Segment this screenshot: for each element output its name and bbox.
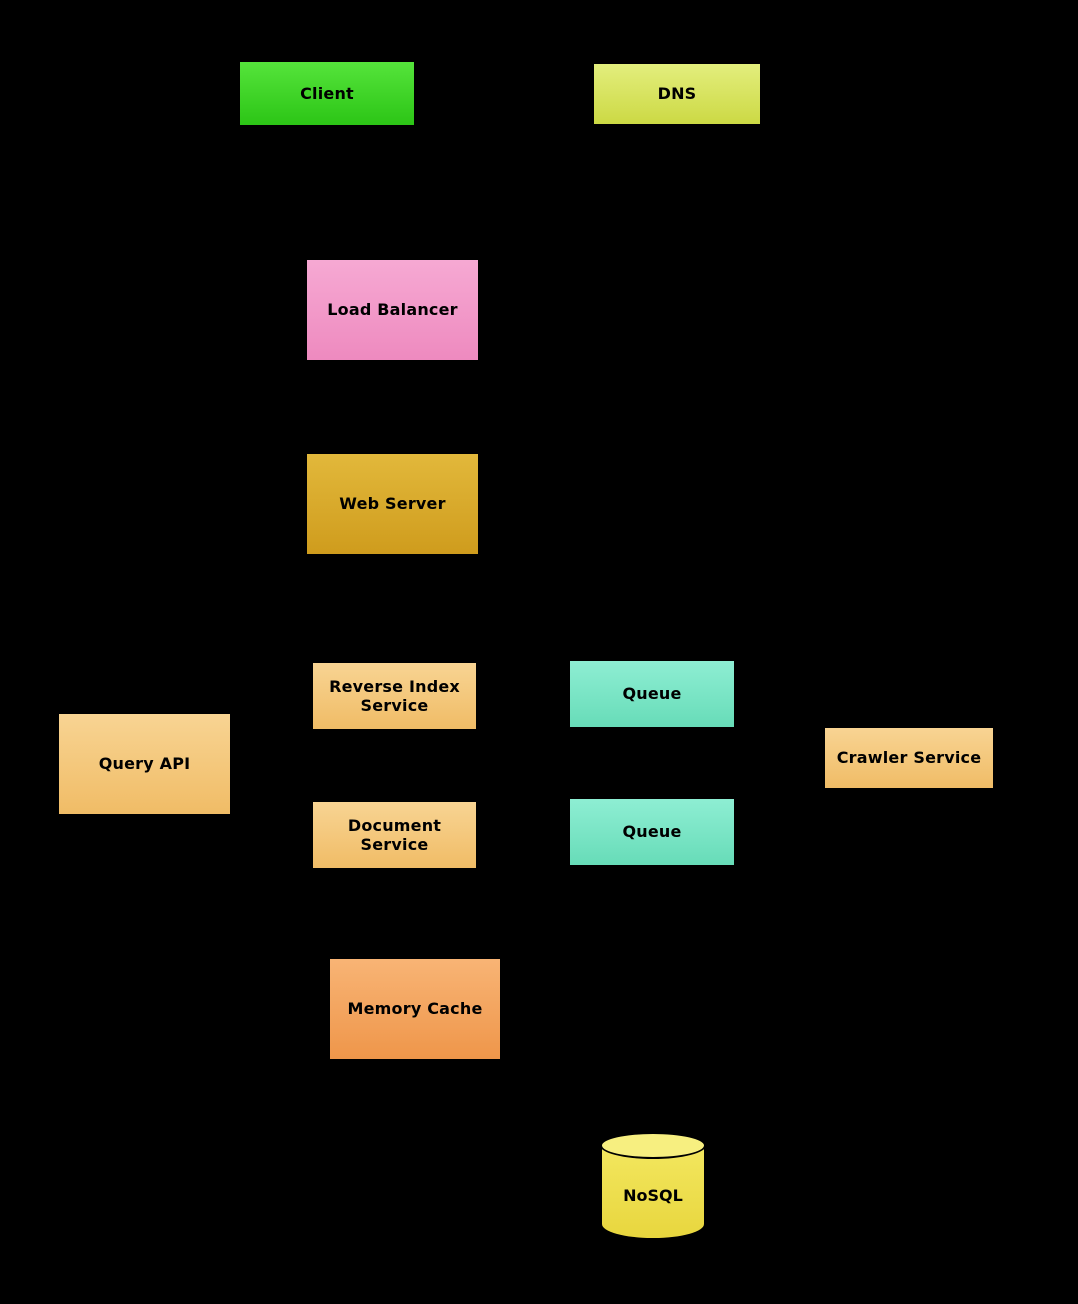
reverse-index-service-box: Reverse Index Service bbox=[311, 661, 478, 731]
connector-line bbox=[906, 790, 908, 826]
memory-cache-label: Memory Cache bbox=[347, 999, 483, 1019]
nosql-label: NoSQL bbox=[623, 1186, 683, 1205]
arrowhead-icon bbox=[484, 872, 497, 884]
node-dns: DNS bbox=[592, 62, 762, 126]
arrowhead-icon bbox=[225, 820, 238, 832]
dns-box: DNS bbox=[592, 62, 762, 126]
memory-cache-box: Memory Cache bbox=[328, 957, 502, 1061]
node-load-balancer: Load Balancer bbox=[305, 258, 480, 362]
queue-bottom-label: Queue bbox=[622, 822, 682, 842]
arrowhead-icon bbox=[738, 868, 751, 880]
nosql-cylinder-body bbox=[600, 1145, 706, 1240]
node-web-server: Web Server bbox=[305, 452, 480, 556]
web-server-label: Web Server bbox=[339, 494, 446, 514]
document-service-label: Document Service bbox=[347, 815, 442, 854]
query-api-box: Query API bbox=[57, 712, 232, 816]
client-box: Client bbox=[238, 60, 416, 127]
query-api-label: Query API bbox=[98, 754, 191, 774]
arrowhead-icon bbox=[487, 738, 500, 750]
queue-top-box: Queue bbox=[568, 659, 736, 729]
arrowhead-icon bbox=[479, 556, 492, 568]
load-balancer-box: Load Balancer bbox=[305, 258, 480, 362]
node-query-api: Query API bbox=[57, 712, 232, 816]
node-crawler-service: Crawler Service bbox=[823, 726, 995, 790]
nosql-cylinder-top bbox=[600, 1132, 706, 1159]
node-document-service: Document Service bbox=[311, 800, 478, 870]
queue-bottom-box: Queue bbox=[568, 797, 736, 867]
arrowhead-icon bbox=[496, 1062, 509, 1074]
reverse-index-service-label: Reverse Index Service bbox=[329, 676, 460, 715]
arrowhead-icon bbox=[738, 732, 751, 744]
web-server-box: Web Server bbox=[305, 452, 480, 556]
node-memory-cache: Memory Cache bbox=[328, 957, 502, 1061]
node-nosql: NoSQL bbox=[600, 1132, 706, 1240]
node-queue-top: Queue bbox=[568, 659, 736, 729]
dns-label: DNS bbox=[657, 84, 697, 104]
nosql-cylinder-icon: NoSQL bbox=[600, 1132, 706, 1240]
queue-top-label: Queue bbox=[622, 684, 682, 704]
document-service-box: Document Service bbox=[311, 800, 478, 870]
node-client: Client bbox=[238, 60, 416, 127]
node-reverse-index-service: Reverse Index Service bbox=[311, 661, 478, 731]
arrowhead-icon bbox=[479, 684, 492, 696]
crawler-service-label: Crawler Service bbox=[836, 748, 982, 768]
node-queue-bottom: Queue bbox=[568, 797, 736, 867]
client-label: Client bbox=[300, 83, 354, 103]
arrowhead-icon bbox=[479, 362, 492, 374]
crawler-service-box: Crawler Service bbox=[823, 726, 995, 790]
load-balancer-label: Load Balancer bbox=[327, 300, 458, 320]
